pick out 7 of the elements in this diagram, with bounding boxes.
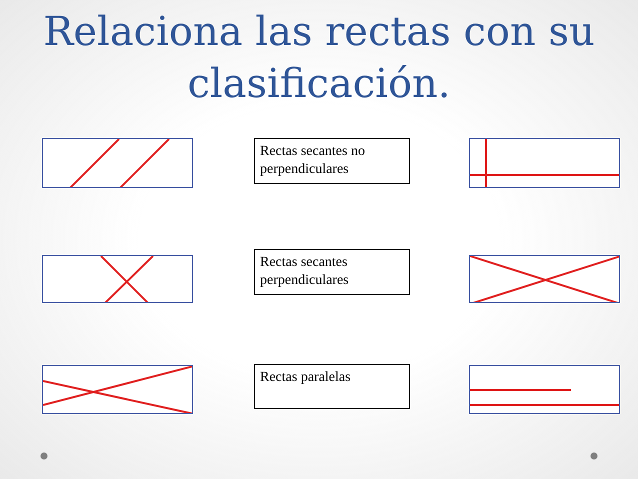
title: Relaciona las rectas con su clasificación. bbox=[42, 8, 596, 109]
label-box: Rectas paralelas bbox=[254, 364, 410, 409]
label-box: Rectas secantes perpendiculares bbox=[254, 249, 410, 295]
line-frame bbox=[42, 255, 193, 303]
label-box: Rectas secantes no perpendiculares bbox=[254, 138, 410, 184]
line-frame bbox=[469, 365, 620, 414]
line-frame bbox=[42, 138, 193, 188]
